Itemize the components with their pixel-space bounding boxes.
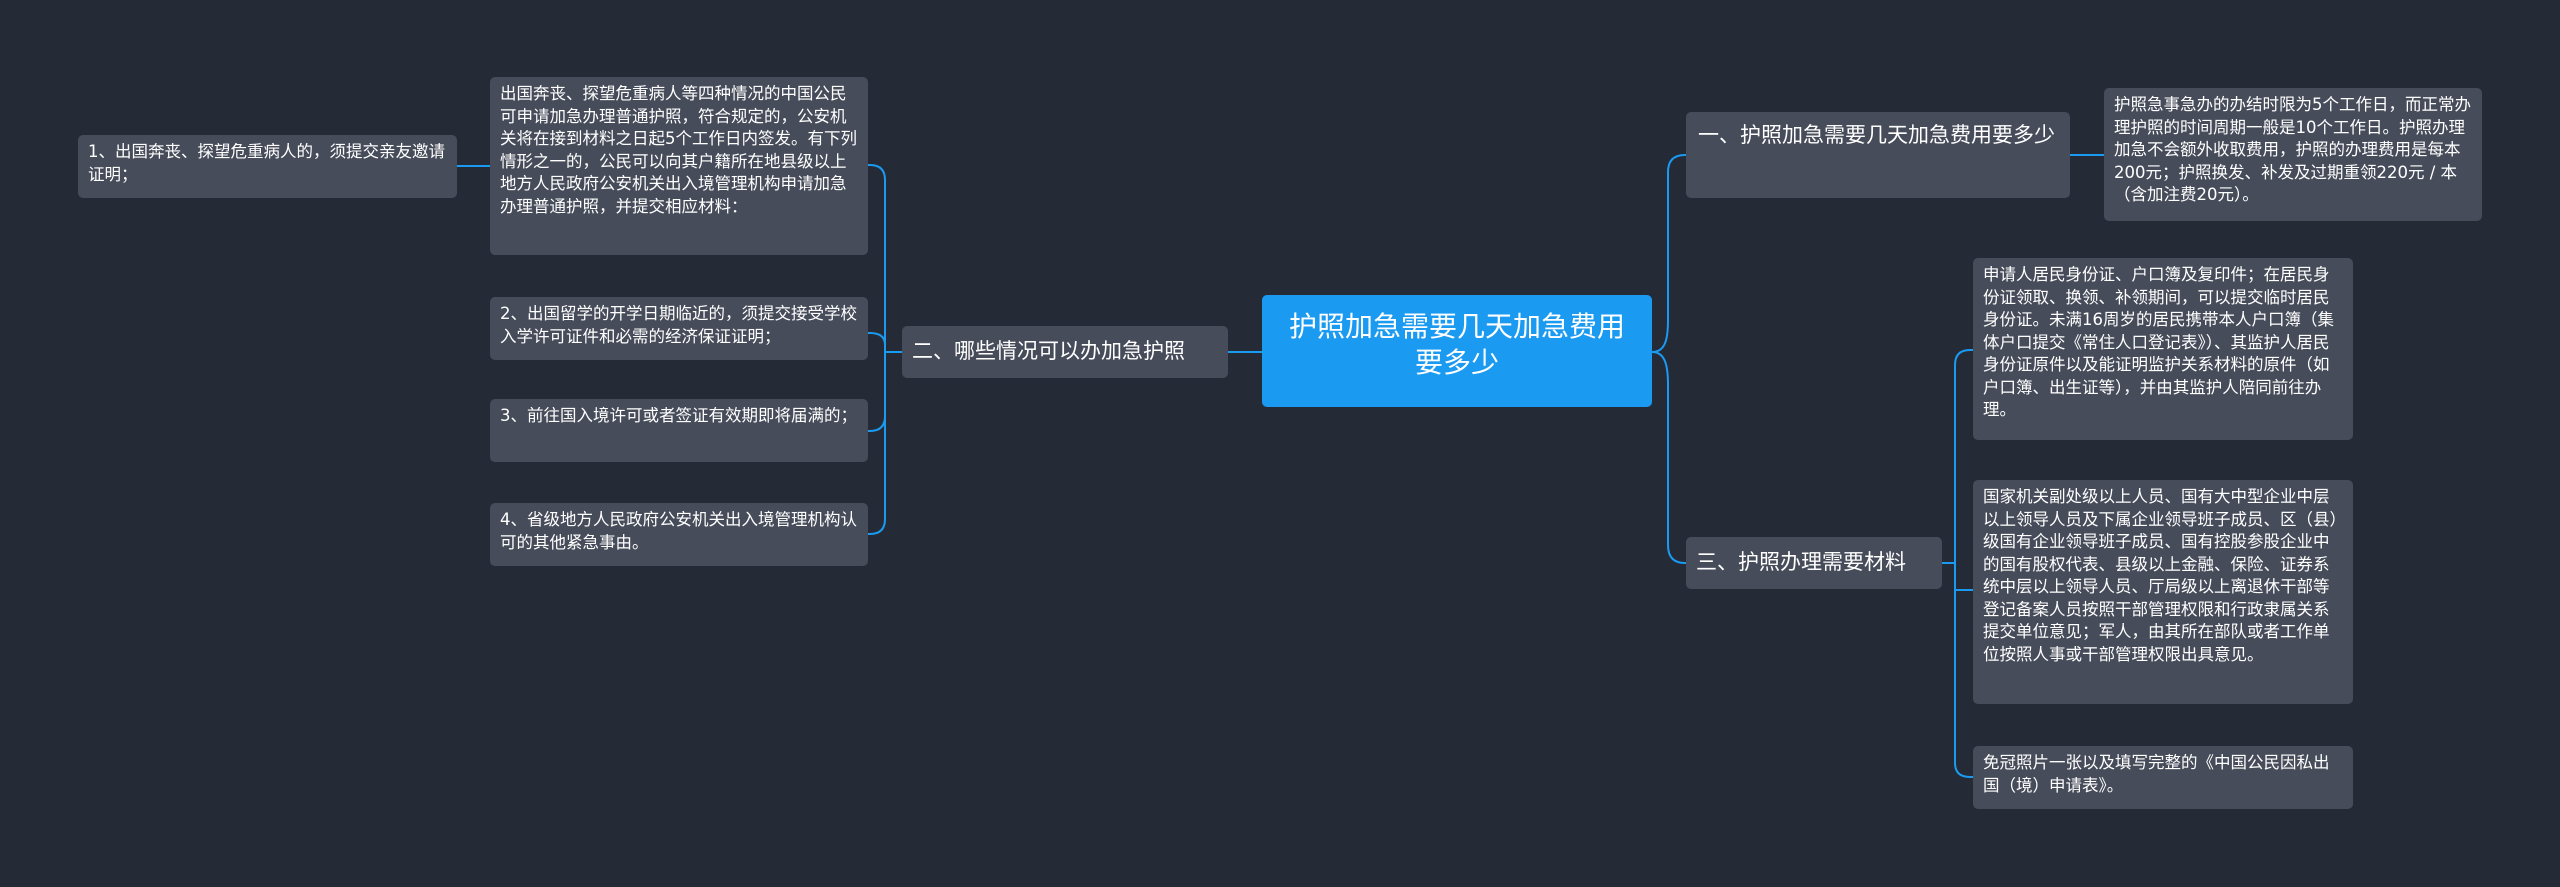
branch-days-fees[interactable]: 一、护照加急需要几天加急费用要多少 (1686, 112, 2070, 198)
leaf-material-photo-text: 免冠照片一张以及填写完整的《中国公民因私出国（境）申请表》。 (1983, 753, 2330, 795)
branch-materials-label: 三、护照办理需要材料 (1696, 550, 1906, 574)
connector-root-branch1 (1651, 154, 1686, 353)
leaf-expedite-intro-text: 出国奔丧、探望危重病人等四种情况的中国公民可申请加急办理普通护照，符合规定的，公… (500, 84, 857, 216)
root-topic-label: 护照加急需要几天加急费用要多少 (1288, 310, 1625, 379)
leaf-days-fees-detail-text: 护照急事急办的办结时限为5个工作日，而正常办理护照的时间周期一般是10个工作日。… (2114, 95, 2471, 204)
leaf-item-other[interactable]: 4、省级地方人民政府公安机关出入境管理机构认可的其他紧急事由。 (490, 503, 868, 566)
connector-branch2-item2 (868, 332, 886, 352)
connector-branch2-item3 (868, 352, 886, 432)
branch-when-expedite[interactable]: 二、哪些情况可以办加急护照 (902, 326, 1228, 378)
root-topic[interactable]: 护照加急需要几天加急费用要多少 (1262, 295, 1652, 407)
leaf-item-funeral[interactable]: 1、出国奔丧、探望危重病人的，须提交亲友邀请证明； (78, 135, 457, 198)
connector-branch3-item2 (1954, 563, 1973, 591)
leaf-material-approval[interactable]: 国家机关副处级以上人员、国有大中型企业中层以上领导人员及下属企业领导班子成员、区… (1973, 480, 2353, 704)
connector-branch2-intro (868, 164, 886, 352)
connector-branch3-item3 (1954, 563, 1973, 778)
connector-branch3-item1 (1954, 349, 1973, 563)
leaf-item-visa[interactable]: 3、前往国入境许可或者签证有效期即将届满的； (490, 399, 868, 462)
leaf-material-id[interactable]: 申请人居民身份证、户口簿及复印件；在居民身份证领取、换领、补领期间，可以提交临时… (1973, 258, 2353, 440)
leaf-item-visa-text: 3、前往国入境许可或者签证有效期即将届满的； (500, 406, 857, 425)
branch-days-fees-label: 一、护照加急需要几天加急费用要多少 (1698, 123, 2055, 147)
leaf-expedite-intro[interactable]: 出国奔丧、探望危重病人等四种情况的中国公民可申请加急办理普通护照，符合规定的，公… (490, 77, 868, 255)
leaf-item-study[interactable]: 2、出国留学的开学日期临近的，须提交接受学校入学许可证件和必需的经济保证证明； (490, 297, 868, 360)
leaf-material-photo[interactable]: 免冠照片一张以及填写完整的《中国公民因私出国（境）申请表》。 (1973, 746, 2353, 809)
branch-when-expedite-label: 二、哪些情况可以办加急护照 (912, 339, 1185, 363)
leaf-days-fees-detail[interactable]: 护照急事急办的办结时限为5个工作日，而正常办理护照的时间周期一般是10个工作日。… (2104, 88, 2482, 221)
leaf-material-approval-text: 国家机关副处级以上人员、国有大中型企业中层以上领导人员及下属企业领导班子成员、区… (1983, 487, 2338, 664)
leaf-item-funeral-text: 1、出国奔丧、探望危重病人的，须提交亲友邀请证明； (88, 142, 445, 184)
connector-root-branch3 (1651, 351, 1686, 564)
leaf-material-id-text: 申请人居民身份证、户口簿及复印件；在居民身份证领取、换领、补领期间，可以提交临时… (1983, 265, 2334, 419)
leaf-item-other-text: 4、省级地方人民政府公安机关出入境管理机构认可的其他紧急事由。 (500, 510, 857, 552)
leaf-item-study-text: 2、出国留学的开学日期临近的，须提交接受学校入学许可证件和必需的经济保证证明； (500, 304, 857, 346)
branch-materials[interactable]: 三、护照办理需要材料 (1686, 537, 1942, 589)
connector-branch2-item4 (868, 352, 886, 535)
